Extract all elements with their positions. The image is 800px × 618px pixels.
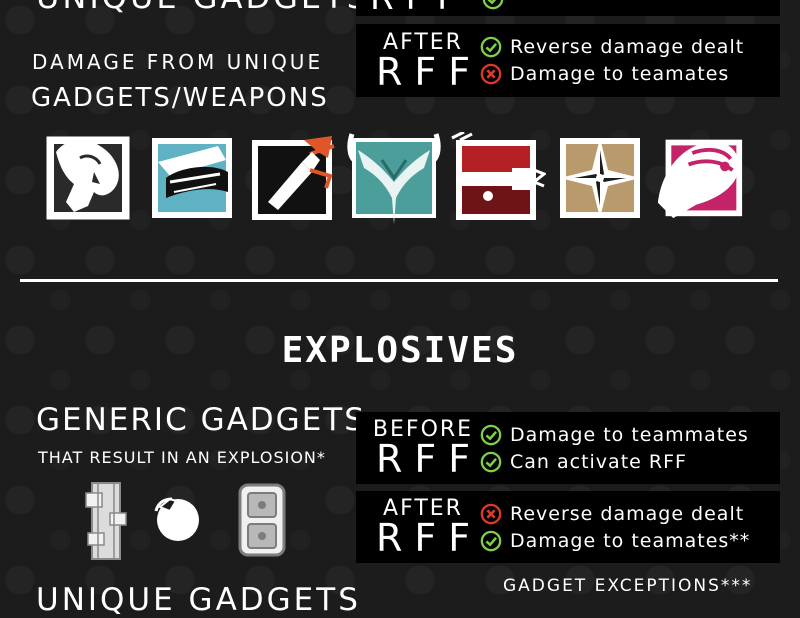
- helmet-operator-icon: [657, 139, 743, 219]
- generic-gadgets-label: GENERIC GADGETS: [36, 402, 366, 438]
- rff-item-text: Damage to teammates: [510, 423, 749, 446]
- section-divider: [20, 279, 778, 282]
- phase-label: AFTER RFF: [356, 29, 483, 94]
- compass-operator-icon: [560, 138, 640, 218]
- rff-item: Reverse damage dealt: [480, 36, 744, 58]
- rff-item: Damage to teamates**: [480, 530, 750, 552]
- bullet-operator-icon: [252, 136, 335, 220]
- damage-label-line1: DAMAGE FROM UNIQUE: [32, 50, 324, 74]
- horse-operator-icon: [46, 136, 130, 220]
- check-icon: [480, 424, 502, 445]
- generic-gadgets-sub: THAT RESULT IN AN EXPLOSION*: [38, 448, 326, 467]
- rff-item-text: Damage to teamates**: [510, 529, 751, 552]
- check-icon: [480, 530, 502, 551]
- phase-word: AFTER: [383, 496, 463, 521]
- top-cut-box-rff: RFF: [370, 0, 469, 16]
- rff-items: Reverse damage dealt Damage to teamates: [480, 36, 744, 85]
- phase-word: BEFORE: [372, 417, 474, 442]
- rff-item: Damage to teammates: [480, 424, 749, 446]
- rff-item-text: Can activate RFF: [510, 450, 687, 473]
- shark-operator-icon: [152, 138, 232, 218]
- phase-word: AFTER: [383, 29, 463, 55]
- phase-rff: RFF: [375, 516, 483, 560]
- rff-item: Reverse damage dealt: [480, 503, 750, 525]
- gadget-exceptions-label: GADGET EXCEPTIONS***: [503, 576, 753, 596]
- frag-grenade-icon: [154, 497, 199, 541]
- rff-item: Can activate RFF: [480, 451, 749, 473]
- cross-icon: [480, 503, 502, 524]
- rff-item-text: Damage to teamates: [510, 63, 730, 85]
- rff-items: Damage to teammates Can activate RFF: [480, 424, 749, 473]
- c4-icon: [238, 483, 286, 557]
- top-cut-box: RFF: [356, 0, 780, 16]
- drill-operator-icon: [451, 132, 546, 220]
- breach-charge-icon: [85, 482, 127, 560]
- bottom-cut-label: UNIQUE GADGETS: [36, 582, 361, 618]
- wing-operator-icon: [347, 133, 441, 224]
- after-rff-box-top: AFTER RFF Reverse damage dealt Damage to…: [356, 24, 780, 97]
- section-title: EXPLOSIVES: [281, 330, 519, 371]
- phase-rff: RFF: [375, 437, 483, 481]
- rff-item-text: Reverse damage dealt: [510, 36, 745, 58]
- phase-label: AFTER RFF: [356, 496, 483, 560]
- after-rff-box-bottom: AFTER RFF Reverse damage dealt Damage to…: [356, 491, 780, 563]
- rff-item: Damage to teamates: [480, 63, 744, 85]
- check-icon: [480, 451, 502, 472]
- rff-items: Reverse damage dealt Damage to teamates*…: [480, 503, 750, 552]
- phase-rff: RFF: [375, 49, 483, 94]
- cross-icon: [480, 63, 502, 85]
- before-rff-box: BEFORE RFF Damage to teammates Can activ…: [356, 412, 780, 484]
- damage-label-line2: GADGETS/WEAPONS: [31, 83, 329, 113]
- check-icon: [482, 0, 504, 10]
- top-cut-label: UNIQUE GADGETS: [36, 0, 370, 16]
- rff-item-text: Reverse damage dealt: [510, 502, 745, 525]
- phase-label: BEFORE RFF: [356, 417, 483, 481]
- check-icon: [480, 36, 502, 58]
